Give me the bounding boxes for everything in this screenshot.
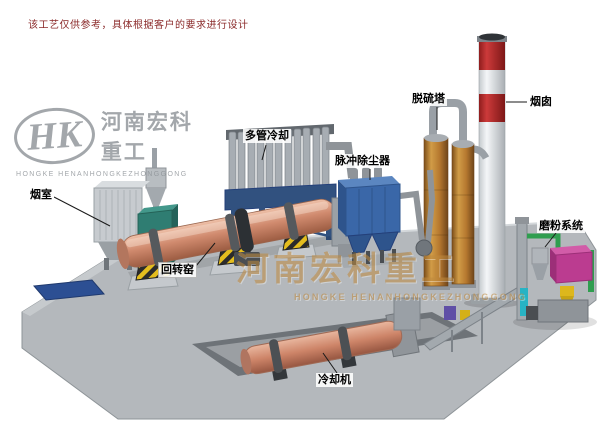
label-chimney: 烟囱 <box>528 95 554 109</box>
label-pulse-dust-collector: 脉冲除尘器 <box>333 154 392 168</box>
label-grinding-system: 磨粉系统 <box>537 219 585 233</box>
label-desulfurization-tower: 脱硫塔 <box>410 92 447 106</box>
desulfurization-towers <box>422 99 490 290</box>
watermark-left: HK 河南宏科重工 HONGKE HENANHONGKEZHONGGONG <box>12 105 204 178</box>
leader-lines <box>53 101 557 374</box>
hk-logo-icon: HK <box>12 105 97 167</box>
label-multi-tube-cooler: 多管冷却 <box>243 129 291 143</box>
label-smoke-chamber: 烟室 <box>28 188 54 202</box>
fan-and-ducts <box>399 169 436 257</box>
disclaimer-text: 该工艺仅供参考，具体根据客户的要求进行设计 <box>28 20 249 31</box>
kiln-drive-motor <box>234 252 260 266</box>
watermark-company-en: HONGKE HENANHONGKEZHONGGONG <box>16 171 188 178</box>
watermark-center: 河南宏科重工 HONGKE HENANHONGKEZHONGGONG <box>236 242 527 302</box>
blue-slab <box>32 279 106 301</box>
pulse-dust-collector <box>336 166 416 268</box>
label-rotary-kiln: 回转窑 <box>158 262 197 278</box>
watermark-company-cn: 河南宏科重工 <box>100 111 193 164</box>
watermark-center-en: HONGKE HENANHONGKEZHONGGONG <box>294 292 527 302</box>
watermark-center-cn: 河南宏科重工 <box>236 250 458 287</box>
grinding-system <box>513 217 597 330</box>
label-cooling-machine: 冷却机 <box>316 373 353 387</box>
